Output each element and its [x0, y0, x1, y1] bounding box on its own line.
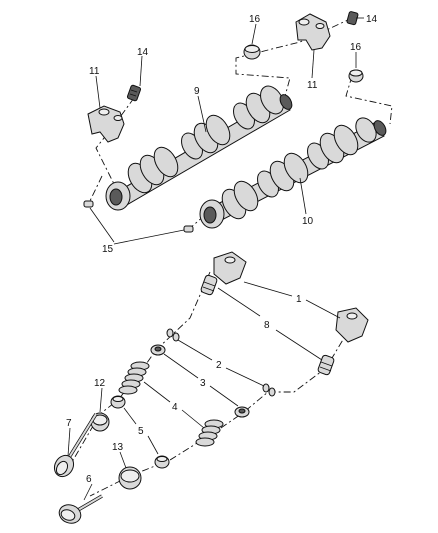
valve-spring-upper — [118, 361, 150, 395]
leader-1-b — [305, 299, 341, 319]
leader-lines — [67, 17, 364, 501]
alignment-line-left-pin — [87, 175, 103, 206]
callout-11-left: 11 — [89, 66, 100, 77]
leader-6 — [83, 483, 93, 501]
rocker-arm-upper — [213, 251, 247, 285]
lash-adjuster-upper — [200, 274, 218, 296]
seal-plug-lower — [348, 69, 364, 83]
leader-7 — [67, 427, 71, 457]
leader-4-b — [181, 409, 205, 429]
valve-keeper-upper — [166, 328, 180, 342]
valve-stem-seal-upper — [110, 395, 126, 409]
callout-8: 8 — [264, 320, 270, 331]
leader-5-b — [147, 435, 159, 455]
callout-12: 12 — [94, 378, 106, 389]
valve-intake — [53, 413, 98, 478]
valve-exhaust — [58, 494, 103, 524]
callout-2: 2 — [216, 360, 222, 371]
callout-4: 4 — [172, 402, 178, 413]
leader-13 — [119, 451, 127, 469]
leader-10 — [299, 177, 307, 215]
alignment-line-right-seal — [345, 75, 393, 125]
dowel-pin-lower — [183, 225, 194, 233]
rocker-arm-lower — [335, 307, 369, 343]
leader-16-upper — [251, 23, 257, 45]
callout-1: 1 — [296, 294, 302, 305]
leader-12 — [99, 387, 103, 413]
leader-14-left — [139, 55, 143, 87]
callout-15: 15 — [102, 244, 114, 255]
valve-stem-seal-lower — [154, 455, 170, 469]
leader-9 — [197, 95, 207, 133]
leader-3-b — [209, 385, 239, 407]
callout-9: 9 — [194, 86, 200, 97]
valve-seat-upper — [90, 412, 110, 432]
alignment-line-valve-right — [89, 327, 351, 497]
valve-retainer-upper — [150, 344, 166, 356]
callout-7: 7 — [66, 418, 72, 429]
bolt-left — [126, 84, 142, 102]
lash-adjuster-lower — [317, 354, 335, 376]
leader-5-a — [123, 407, 137, 425]
camshaft-lower — [199, 117, 387, 229]
leader-8-b — [275, 329, 323, 361]
camshaft-upper — [105, 85, 293, 211]
valve-retainer-lower — [234, 406, 250, 418]
leader-4-a — [143, 381, 171, 403]
bearing-cap-right — [295, 13, 331, 51]
callout-3: 3 — [200, 378, 206, 389]
alignment-line-left-cap — [95, 97, 135, 193]
leader-15-a — [89, 207, 115, 243]
valve-keeper-lower — [262, 383, 276, 397]
callout-14-left: 14 — [137, 47, 149, 58]
callout-6: 6 — [86, 474, 92, 485]
seal-plug-upper — [243, 44, 261, 60]
callout-14-right: 14 — [366, 14, 378, 25]
callout-10: 10 — [302, 216, 314, 227]
callouts: 14 11 9 16 14 11 16 10 15 1 8 2 3 4 5 12… — [66, 14, 378, 485]
leader-11-right — [311, 49, 315, 79]
callout-16-lower: 16 — [350, 42, 362, 53]
leader-8-a — [217, 287, 261, 317]
leader-15-b — [113, 229, 185, 245]
bearing-cap-left — [87, 105, 125, 143]
leader-11-left — [95, 75, 101, 109]
leader-1-a — [243, 281, 293, 297]
callout-5: 5 — [138, 426, 144, 437]
bolt-right — [346, 11, 359, 26]
valve-spring-lower — [195, 419, 224, 447]
leader-2-a — [177, 339, 213, 361]
dowel-pin-upper — [83, 200, 94, 208]
valve-seat-lower — [118, 466, 142, 490]
leader-3-a — [163, 353, 199, 379]
callout-16-upper: 16 — [249, 14, 261, 25]
leader-2-b — [225, 367, 265, 387]
callout-11-right: 11 — [307, 80, 318, 91]
callout-13: 13 — [112, 442, 124, 453]
